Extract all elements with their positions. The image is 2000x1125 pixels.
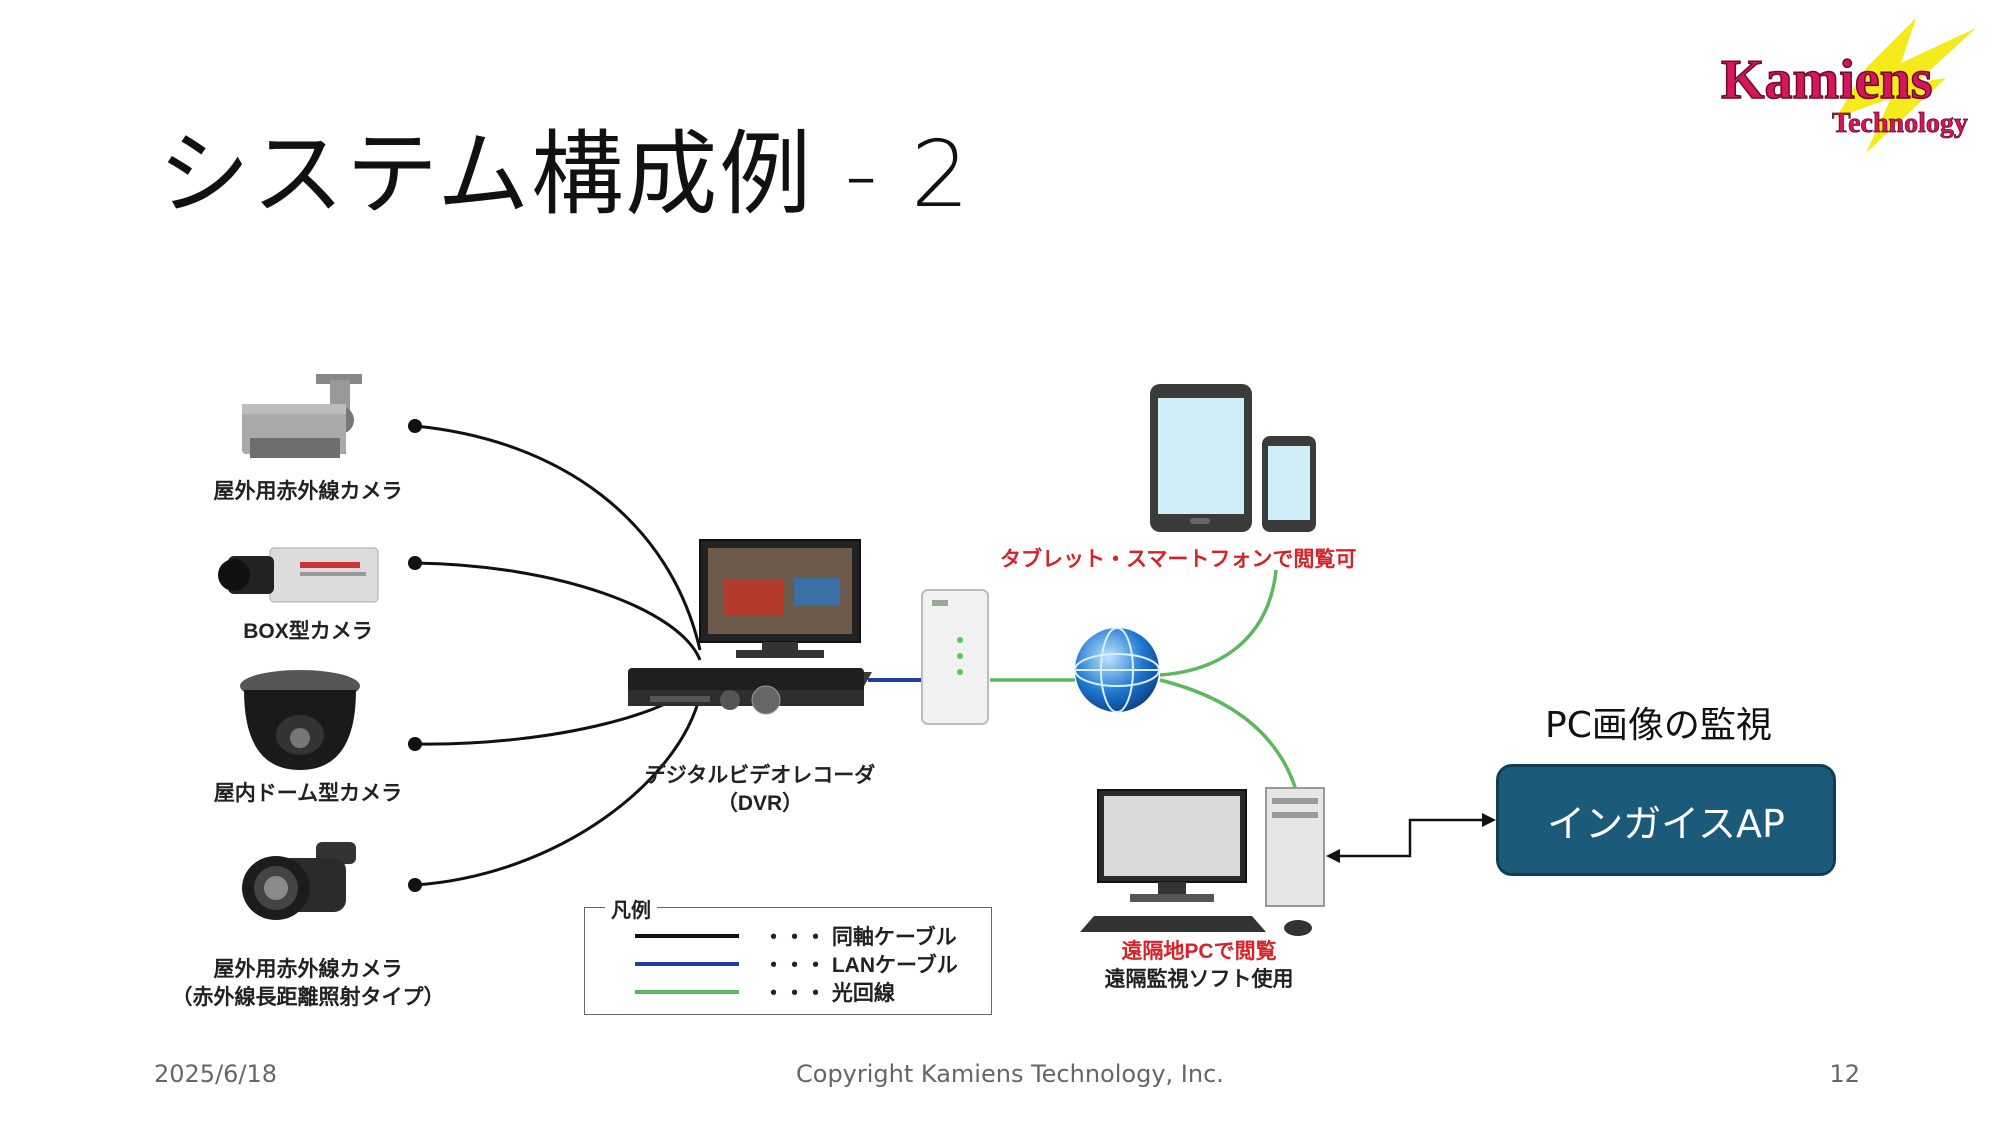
coax-cable-4	[414, 694, 702, 887]
legend-title: 凡例	[605, 894, 657, 923]
dvr-icon	[628, 668, 872, 715]
legend-item-fiber: ・・・ 光回線	[635, 978, 895, 1006]
remote-pc-label: 遠隔地PCで閲覧 遠隔監視ソフト使用	[1084, 938, 1314, 994]
legend: 凡例 ・・・ 同軸ケーブル ・・・ LANケーブル ・・・ 光回線	[584, 894, 992, 1015]
legend-text-coax: ・・・ 同軸ケーブル	[763, 926, 957, 949]
coax-connector	[408, 419, 422, 433]
ir-long-range-camera-icon	[242, 842, 356, 920]
coax-connector	[408, 556, 422, 570]
coax-cable-2	[414, 561, 702, 661]
dome-camera-icon	[240, 670, 360, 770]
pc-ingais-connector	[1330, 818, 1490, 858]
fiber-globe-pc	[1159, 678, 1298, 791]
legend-line-coax	[635, 934, 739, 938]
remote-pc-icon	[1080, 787, 1325, 936]
legend-line-fiber	[635, 990, 739, 994]
kamiens-logo: Kamiens Technology	[1720, 18, 1976, 153]
remote-pc-label-line2: 遠隔監視ソフト使用	[1104, 968, 1294, 991]
tablet-label: タブレット・スマートフォンで閲覧可	[1000, 548, 1357, 571]
lightning-icon	[1836, 18, 1976, 153]
camera-label-ir-long-range: 屋外用赤外線カメラ （赤外線長距離照射タイプ）	[170, 956, 446, 1012]
legend-line-lan	[635, 962, 739, 966]
logo-sub-text: Technology	[1832, 108, 1968, 139]
smartphone-icon	[1262, 436, 1316, 532]
legend-text-fiber: ・・・ 光回線	[763, 982, 895, 1005]
internet-globe-icon	[1074, 627, 1160, 713]
fiber-globe-tablet	[1159, 569, 1278, 677]
camera-label-line2: （赤外線長距離照射タイプ）	[171, 986, 445, 1009]
legend-text-lan: ・・・ LANケーブル	[763, 954, 958, 977]
router-icon	[921, 589, 989, 725]
footer-copyright: Copyright Kamiens Technology, Inc.	[796, 1060, 1224, 1088]
outdoor-ir-camera-icon	[242, 374, 362, 458]
coax-connector	[408, 878, 422, 892]
coax-cable-1	[414, 424, 702, 651]
fiber-lines	[990, 569, 1298, 791]
arrow-left-icon	[1326, 849, 1340, 863]
footer-date: 2025/6/18	[154, 1060, 278, 1088]
slide-title: システム構成例 - 2	[158, 121, 972, 228]
tablet-icon	[1150, 384, 1252, 532]
remote-pc-label-line1: 遠隔地PCで閲覧	[1121, 940, 1277, 963]
dvr-monitor-icon	[699, 539, 861, 658]
legend-item-lan: ・・・ LANケーブル	[635, 950, 958, 978]
logo-main-text: Kamiens	[1721, 49, 1933, 111]
coax-cables	[414, 424, 702, 887]
dvr-label: デジタルビデオレコーダ （DVR）	[630, 762, 890, 818]
camera-label-box: BOX型カメラ	[243, 620, 373, 643]
box-camera-icon	[218, 547, 379, 603]
footer-page-number: 12	[1829, 1060, 1860, 1088]
pc-monitoring-label: PC画像の監視	[1545, 705, 1772, 746]
camera-label-line1: 屋外用赤外線カメラ	[213, 958, 403, 981]
camera-label-outdoor-ir: 屋外用赤外線カメラ	[213, 480, 403, 503]
dvr-label-line1: デジタルビデオレコーダ	[644, 764, 876, 787]
camera-label-dome: 屋内ドーム型カメラ	[213, 782, 403, 805]
ingais-ap-box: インガイスAP	[1496, 764, 1836, 876]
arrow-right-icon	[1482, 813, 1496, 827]
dvr-label-line2: （DVR）	[716, 792, 804, 815]
coax-connector	[408, 737, 422, 751]
legend-item-coax: ・・・ 同軸ケーブル	[635, 922, 957, 950]
